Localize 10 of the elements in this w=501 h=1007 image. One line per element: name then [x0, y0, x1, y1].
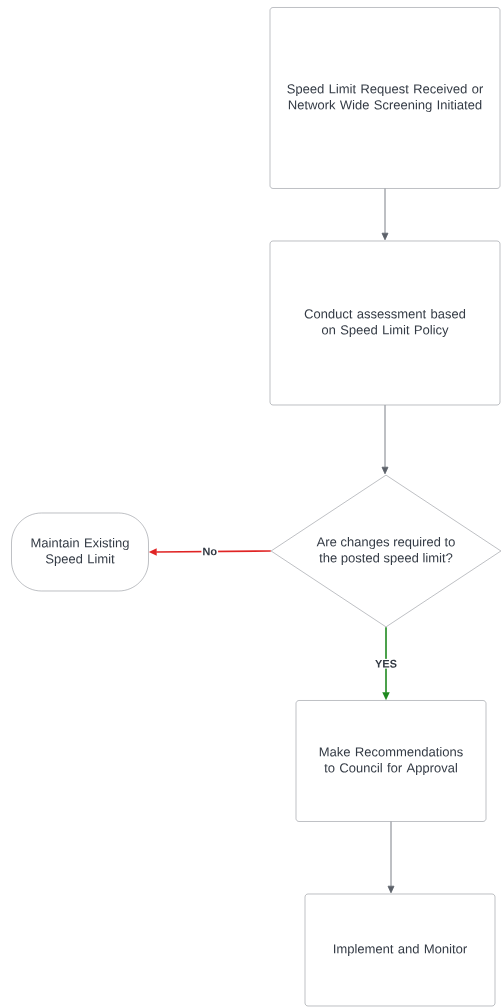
arrow — [381, 404, 389, 475]
edge-label: YES — [374, 658, 398, 669]
process-box: Implement and Monitor — [304, 893, 496, 1007]
terminal-box: Maintain Existing Speed Limit — [11, 512, 149, 592]
arrow — [387, 821, 395, 894]
process-box: Speed Limit Request Received or Network Wide Screening Initiated — [269, 7, 501, 189]
process-box: Make Recommendations to Council for Approval — [295, 700, 487, 822]
process-box: Conduct assessment based on Speed Limit Policy — [269, 240, 501, 406]
edge-label: No — [201, 546, 219, 557]
arrow — [381, 188, 389, 241]
